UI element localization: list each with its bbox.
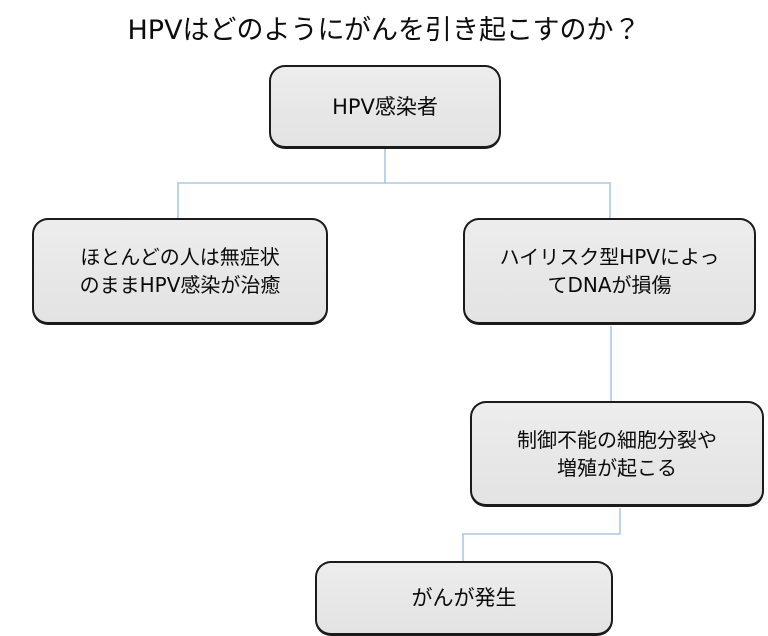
edge-root-to-clear [177,149,386,219]
node-label: HPV感染者 [332,94,438,119]
node-high-risk-dna-damage[interactable]: ハイリスク型HPVによっ てDNAが損傷 [463,218,756,325]
page-title: HPVはどのようにがんを引き起こすのか？ [127,15,641,46]
node-cancer-develops[interactable]: がんが発生 [315,561,613,636]
node-label: ハイリスク型HPVによっ てDNAが損傷 [499,245,720,297]
edge-division-to-cancer [462,508,621,561]
node-hpv-infected-person[interactable]: HPV感染者 [269,65,501,149]
node-uncontrolled-cell-division[interactable]: 制御不能の細胞分裂や 増殖が起こる [470,401,764,507]
node-label: ほとんどの人は無症状 のままHPV感染が治癒 [79,245,281,297]
edge-root-to-damage [385,182,611,219]
node-asymptomatic-clearance[interactable]: ほとんどの人は無症状 のままHPV感染が治癒 [32,218,328,325]
node-label: がんが発生 [411,586,517,610]
node-label: 制御不能の細胞分裂や 増殖が起こる [517,427,717,480]
